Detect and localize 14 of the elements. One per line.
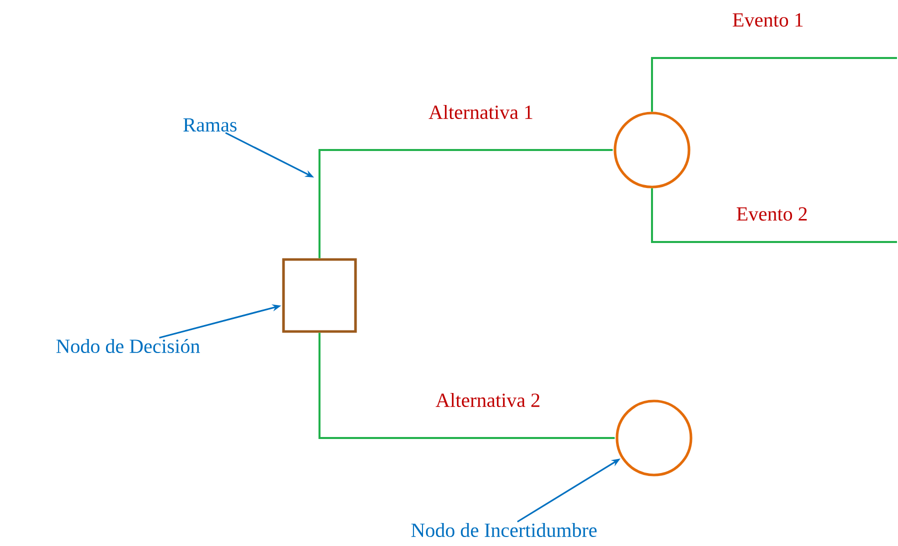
node-label: Ramas <box>183 118 236 132</box>
branch-line <box>318 149 613 258</box>
decision-square <box>282 258 357 333</box>
edge-label: Evento 1 <box>732 13 803 27</box>
node-label: Nodo de Decisión <box>56 338 200 354</box>
branch-line <box>651 57 897 112</box>
edge-label: Evento 2 <box>736 207 807 221</box>
branch-line <box>651 188 897 243</box>
edge-label: Alternativa 2 <box>436 392 540 408</box>
node-label: Nodo de Incertidumbre <box>411 522 597 538</box>
chance-circle <box>616 400 692 476</box>
chance-circle <box>614 112 690 188</box>
branch-line <box>318 332 615 439</box>
edge-label: Alternativa 1 <box>428 104 532 120</box>
